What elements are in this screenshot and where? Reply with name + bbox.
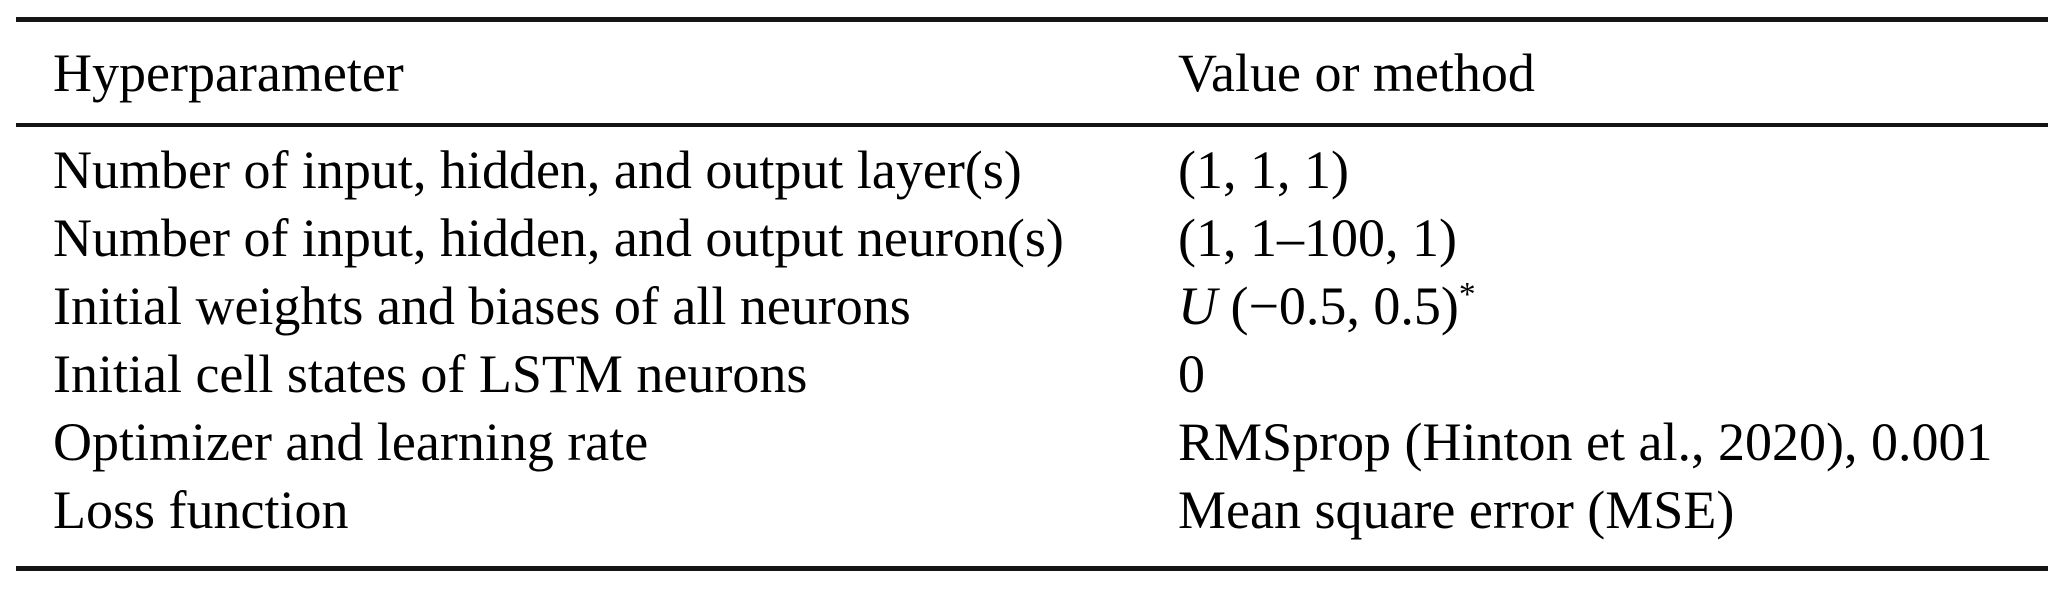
value-cell: 0	[1178, 340, 2048, 408]
column-header-hyperparameter: Hyperparameter	[16, 19, 1178, 127]
value-segment: (−0.5, 0.5)	[1217, 276, 1459, 336]
hyperparameter-table: Hyperparameter Value or method Number of…	[16, 17, 2048, 571]
hyperparameter-cell: Number of input, hidden, and output neur…	[53, 208, 1064, 268]
table-row: Number of input, hidden, and output laye…	[16, 125, 2048, 204]
table-row: Initial cell states of LSTM neurons 0	[16, 340, 2048, 408]
value-cell: (1, 1, 1)	[1178, 125, 2048, 204]
value-cell: (1, 1–100, 1)	[1178, 204, 2048, 272]
hyperparameter-cell: Initial cell states of LSTM neurons	[53, 344, 808, 404]
table-header: Hyperparameter Value or method	[16, 19, 2048, 127]
value-cell: RMSprop (Hinton et al., 2020), 0.001	[1178, 408, 2048, 476]
table-row: Number of input, hidden, and output neur…	[16, 204, 2048, 272]
value-segment: (1, 1, 1)	[1178, 140, 1349, 200]
value-segment-italic: U	[1178, 276, 1217, 336]
column-header-value-or-method: Value or method	[1178, 19, 2048, 127]
table-body: Number of input, hidden, and output laye…	[16, 125, 2048, 569]
hyperparameter-cell: Loss function	[53, 480, 349, 540]
header-row: Hyperparameter Value or method	[16, 19, 2048, 127]
value-segment-superscript: *	[1458, 276, 1476, 313]
hyperparameter-cell: Initial weights and biases of all neuron…	[53, 276, 911, 336]
value-cell: U (−0.5, 0.5)*	[1178, 272, 2048, 340]
hyperparameter-cell: Optimizer and learning rate	[53, 412, 649, 472]
hyperparameter-cell: Number of input, hidden, and output laye…	[53, 140, 1022, 200]
table-row: Loss function Mean square error (MSE)	[16, 476, 2048, 569]
table-row: Optimizer and learning rate RMSprop (Hint…	[16, 408, 2048, 476]
value-segment: (1, 1–100, 1)	[1178, 208, 1457, 268]
paper-table-container: Hyperparameter Value or method Number of…	[16, 17, 2048, 571]
value-segment: Mean square error (MSE)	[1178, 480, 1735, 540]
value-cell: Mean square error (MSE)	[1178, 476, 2048, 569]
value-segment: 0	[1178, 344, 1205, 404]
table-row: Initial weights and biases of all neuron…	[16, 272, 2048, 340]
value-segment: RMSprop (Hinton et al., 2020), 0.001	[1178, 412, 1993, 472]
